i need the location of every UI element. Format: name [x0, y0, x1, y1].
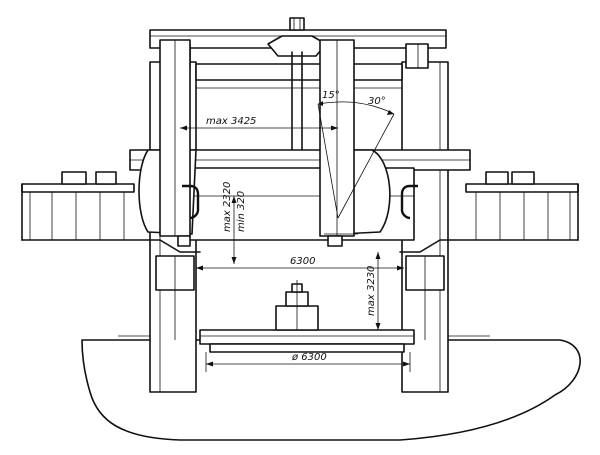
- label-table-diameter: ø 6300: [291, 352, 327, 363]
- dim-max-width: [180, 125, 338, 131]
- label-angle-left: 15°: [322, 90, 340, 101]
- label-height-max: max 3230: [366, 266, 377, 316]
- dim-rail-travel: [231, 196, 237, 264]
- dim-height: [375, 252, 381, 330]
- dim-span: [196, 265, 404, 271]
- label-rail-min: min 320: [236, 191, 247, 232]
- label-rail-max: max 2320: [222, 182, 233, 232]
- label-span: 6300: [290, 256, 315, 267]
- workpiece: [275, 280, 319, 331]
- dim-table-diameter: [206, 361, 410, 367]
- left-platform: [21, 171, 201, 253]
- right-toolhead: [319, 39, 391, 247]
- dim-angles: [317, 101, 395, 219]
- left-toolhead: [138, 39, 197, 247]
- cross-rail-upper: [195, 63, 403, 89]
- label-max-width: max 3425: [206, 116, 256, 127]
- label-angle-right: 30°: [368, 96, 386, 107]
- right-platform: [399, 171, 579, 253]
- rotary-table: [199, 329, 415, 372]
